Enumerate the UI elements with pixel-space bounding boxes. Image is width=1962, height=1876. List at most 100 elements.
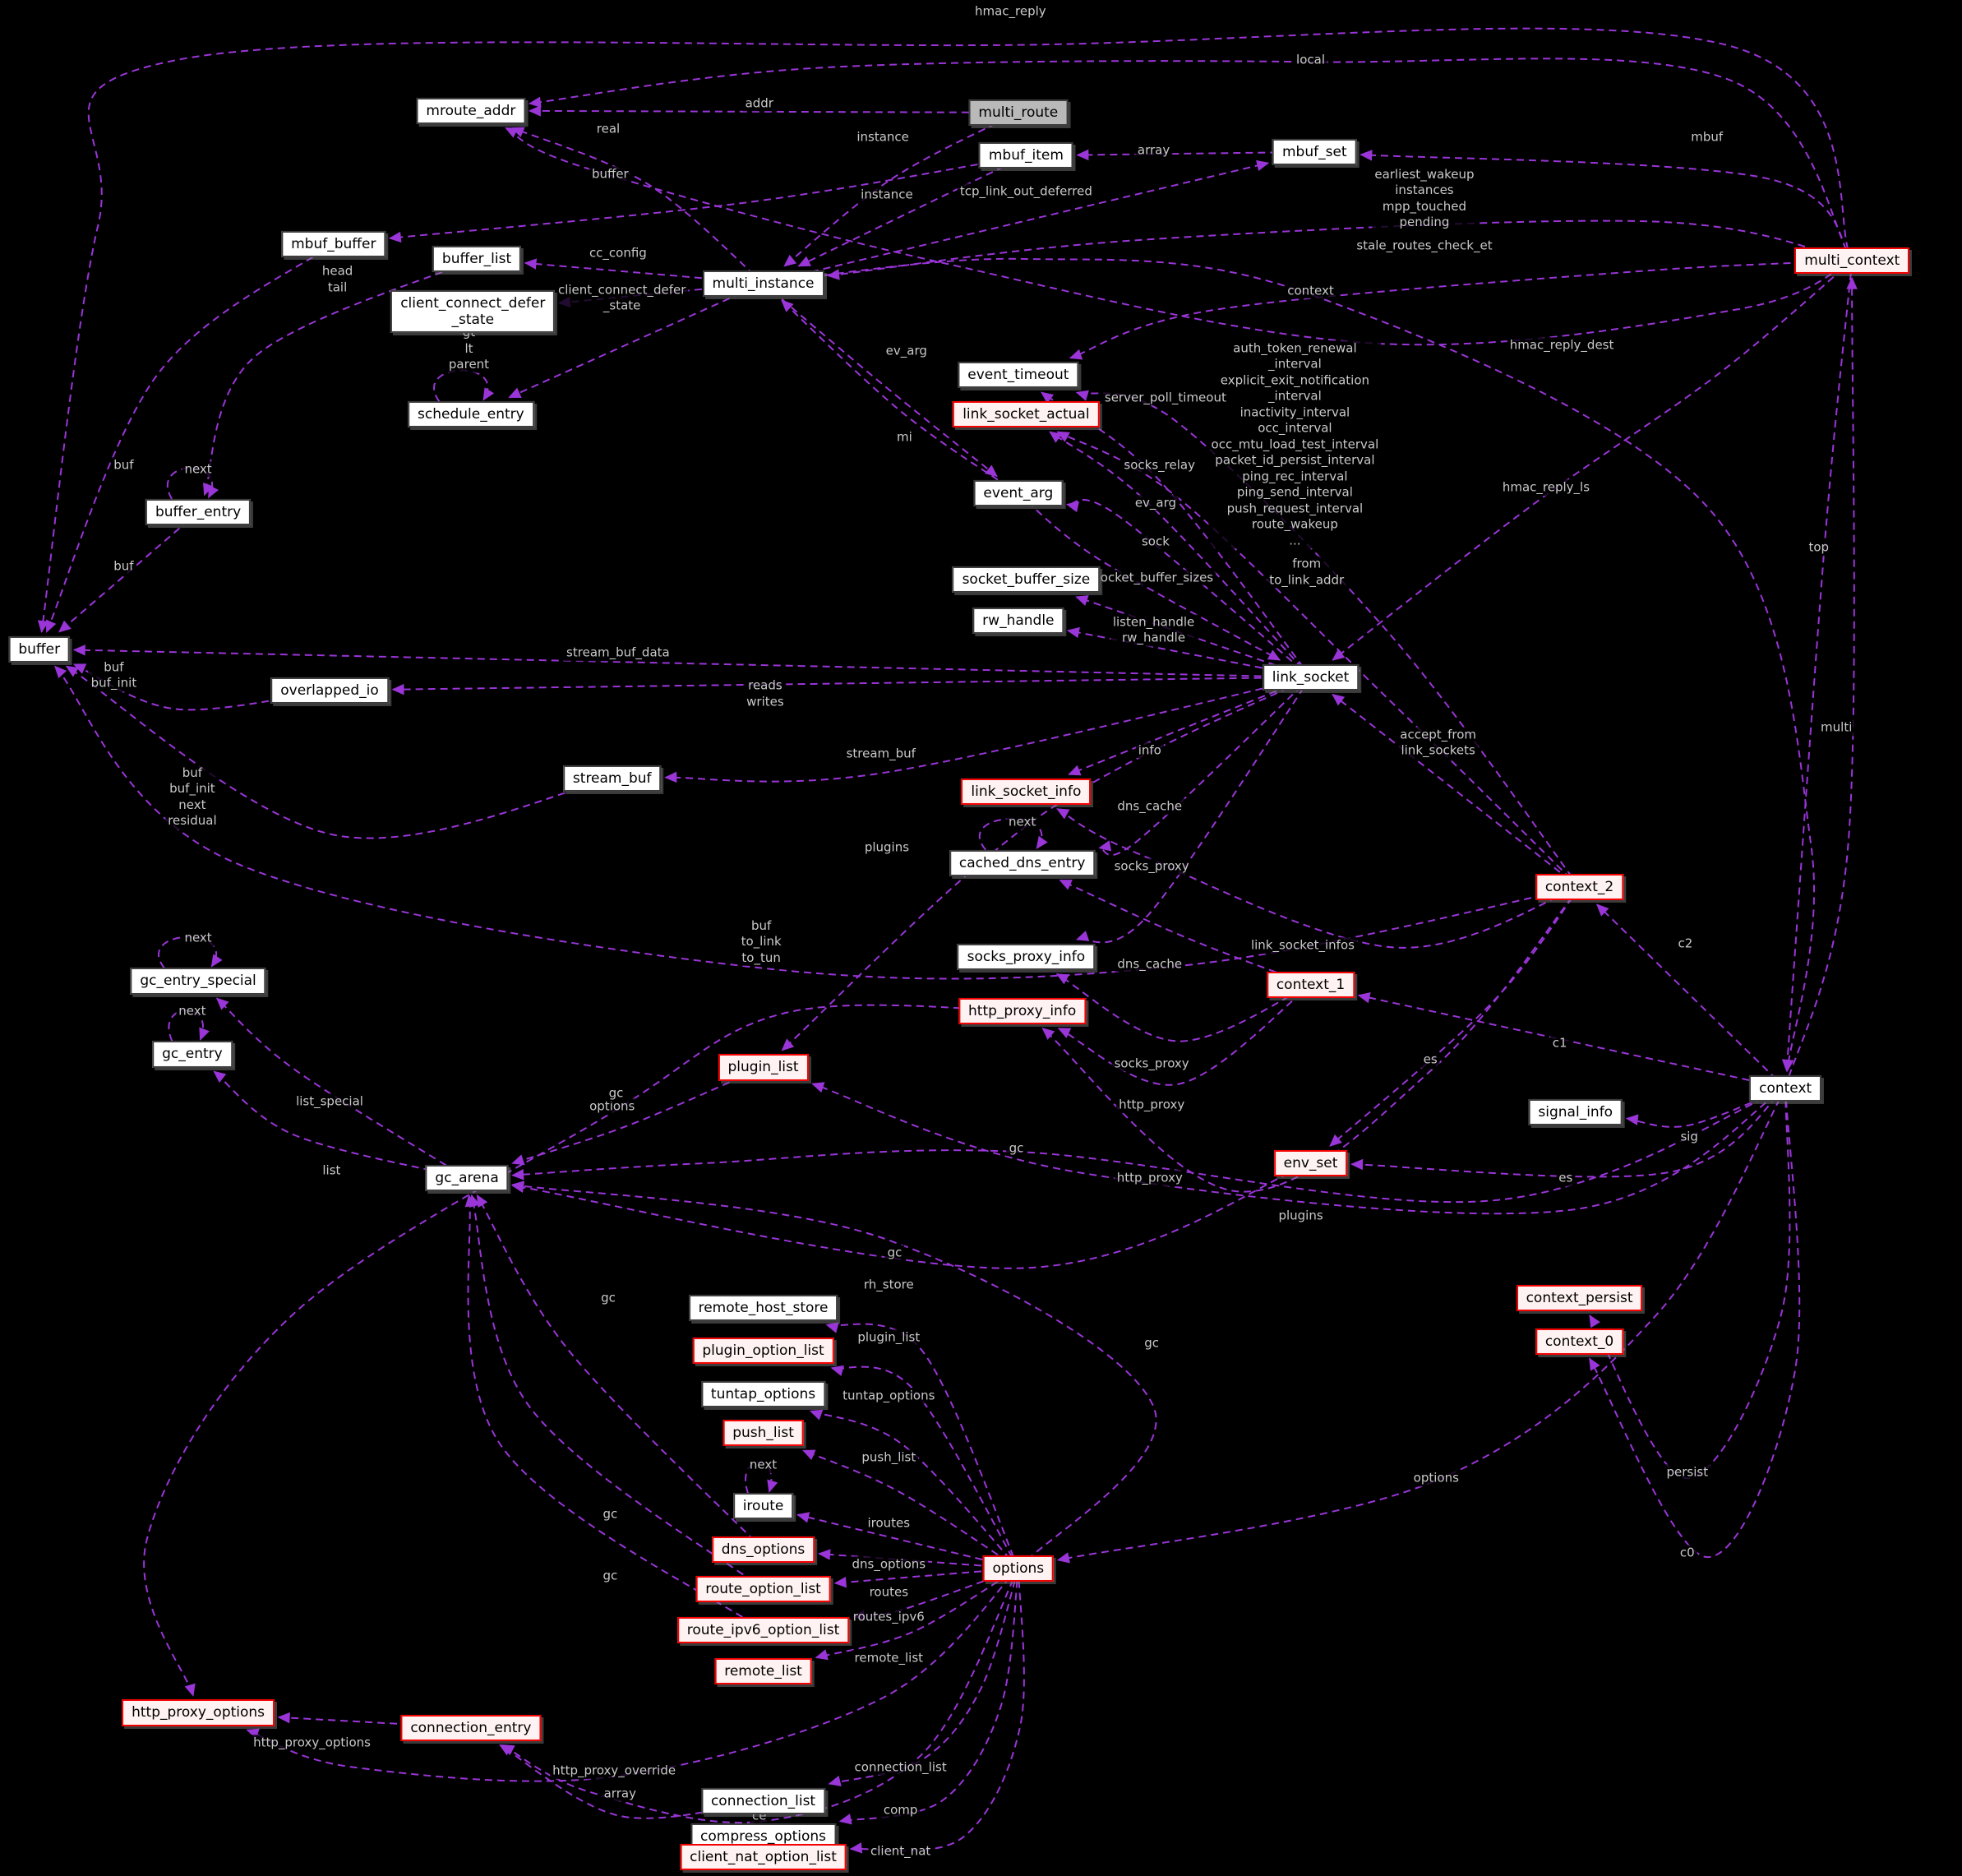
- node-event_timeout[interactable]: event_timeout: [958, 362, 1079, 389]
- node-link_socket[interactable]: link_socket: [1262, 663, 1360, 691]
- edge-context_1-socks_proxy_info: [1055, 973, 1311, 1042]
- node-buffer[interactable]: buffer: [8, 635, 71, 663]
- node-plugin_list[interactable]: plugin_list: [718, 1054, 809, 1081]
- node-rw_handle[interactable]: rw_handle: [972, 608, 1064, 635]
- node-iroute[interactable]: iroute: [732, 1493, 794, 1520]
- node-route_ipv6_option_list[interactable]: route_ipv6_option_list: [676, 1617, 850, 1644]
- edge-link_socket-overlapped_io: [391, 676, 1311, 695]
- edge-options-iroute: [796, 1512, 1019, 1569]
- edge-multi_context-mroute_addr: [528, 58, 1854, 261]
- node-connection_list[interactable]: connection_list: [700, 1787, 826, 1814]
- edge-context-context_0: [1589, 1088, 1801, 1559]
- node-context_1[interactable]: context_1: [1266, 972, 1355, 999]
- edge-options-client_nat_option_list: [849, 1568, 1025, 1854]
- edge-link_socket-stream_buf: [664, 676, 1311, 783]
- edge-multi_context-mroute_addr: [505, 127, 1853, 346]
- edge-options-connection_entry: [501, 1568, 1019, 1824]
- edge-buffer_entry-buffer: [58, 511, 199, 633]
- node-link_socket_actual[interactable]: link_socket_actual: [953, 401, 1100, 428]
- node-mbuf_item[interactable]: mbuf_item: [978, 142, 1073, 169]
- node-gc_arena[interactable]: gc_arena: [425, 1165, 509, 1192]
- node-remote_host_store[interactable]: remote_host_store: [688, 1294, 838, 1321]
- node-plugin_option_list[interactable]: plugin_option_list: [692, 1338, 834, 1365]
- edge-context_2-buffer: [53, 665, 1580, 980]
- node-mroute_addr[interactable]: mroute_addr: [416, 97, 526, 124]
- edge-cached_dns_entry-cached_dns_entry: [978, 817, 1048, 851]
- node-context_2[interactable]: context_2: [1535, 874, 1624, 901]
- edge-iroute-iroute: [745, 1461, 778, 1494]
- node-client_connect_defer_state[interactable]: client_connect_defer _state: [390, 289, 556, 333]
- edge-link_socket-event_arg: [1065, 499, 1312, 678]
- node-context_0[interactable]: context_0: [1535, 1328, 1624, 1355]
- edge-context_2-link_socket_info: [1056, 808, 1580, 949]
- node-stream_buf[interactable]: stream_buf: [562, 765, 662, 792]
- edge-options-remote_list: [815, 1567, 1019, 1661]
- node-http_proxy_options[interactable]: http_proxy_options: [122, 1699, 275, 1726]
- node-signal_info[interactable]: signal_info: [1528, 1099, 1623, 1126]
- node-socks_proxy_info[interactable]: socks_proxy_info: [957, 943, 1096, 970]
- node-mbuf_set[interactable]: mbuf_set: [1272, 138, 1357, 165]
- edge-options-connection_list: [828, 1568, 1019, 1786]
- edge-link_socket-link_socket_actual: [1049, 431, 1312, 678]
- edge-multi_context-mbuf_set: [1360, 150, 1854, 261]
- edge-connection_entry-http_proxy_options: [277, 1712, 471, 1729]
- edge-options-http_proxy_options: [246, 1568, 1019, 1782]
- edge-link_socket-plugin_list: [781, 676, 1311, 1051]
- edge-options-plugin_option_list: [830, 1365, 1019, 1569]
- node-overlapped_io[interactable]: overlapped_io: [270, 677, 389, 704]
- node-context_persist[interactable]: context_persist: [1516, 1285, 1643, 1312]
- node-connection_entry[interactable]: connection_entry: [400, 1714, 542, 1741]
- edge-options-push_list: [802, 1449, 1019, 1569]
- node-buffer_list[interactable]: buffer_list: [432, 245, 522, 272]
- edge-event_arg-multi_instance: [781, 299, 1019, 494]
- edge-multi_instance-schedule_entry: [508, 282, 764, 399]
- edge-multi_instance-mroute_addr: [511, 127, 764, 284]
- node-dns_options[interactable]: dns_options: [711, 1536, 815, 1563]
- node-options[interactable]: options: [982, 1555, 1055, 1582]
- node-client_nat_option_list[interactable]: client_nat_option_list: [680, 1844, 847, 1871]
- edge-multi_instance-mbuf_set: [763, 159, 1270, 284]
- node-schedule_entry[interactable]: schedule_entry: [408, 401, 534, 428]
- edge-gc_arena-gc_entry: [213, 1070, 468, 1180]
- edge-context-context_2: [1596, 903, 1786, 1089]
- node-remote_list[interactable]: remote_list: [714, 1658, 812, 1685]
- node-route_option_list[interactable]: route_option_list: [695, 1575, 831, 1602]
- edge-options-compress_options: [838, 1568, 1019, 1825]
- edge-event_arg-link_socket: [1018, 492, 1281, 661]
- edge-context_2-http_proxy_info: [1041, 886, 1581, 1193]
- edge-context-env_set: [1350, 1087, 1786, 1178]
- node-context[interactable]: context: [1749, 1074, 1822, 1102]
- node-http_proxy_info[interactable]: http_proxy_info: [958, 997, 1087, 1025]
- node-multi_context[interactable]: multi_context: [1794, 247, 1910, 275]
- node-link_socket_info[interactable]: link_socket_info: [961, 778, 1092, 806]
- node-gc_entry[interactable]: gc_entry: [152, 1041, 233, 1068]
- node-event_arg[interactable]: event_arg: [973, 480, 1064, 507]
- node-gc_entry_special[interactable]: gc_entry_special: [130, 968, 266, 995]
- node-multi_instance[interactable]: multi_instance: [702, 270, 824, 297]
- node-push_list[interactable]: push_list: [722, 1420, 804, 1447]
- edge-connection_list-connection_entry: [499, 1744, 764, 1819]
- edge-mbuf_item-mbuf_buffer: [388, 155, 1027, 243]
- edge-buffer_list-buffer_entry: [203, 258, 478, 497]
- node-env_set[interactable]: env_set: [1273, 1149, 1348, 1176]
- node-multi_route[interactable]: multi_route: [968, 99, 1069, 126]
- edge-schedule_entry-schedule_entry: [433, 369, 495, 402]
- edge-link_socket-event_timeout: [1041, 391, 1312, 678]
- edge-multi_instance-context: [763, 257, 1816, 1073]
- edge-gc_entry-gc_entry: [168, 1009, 210, 1042]
- node-mbuf_buffer[interactable]: mbuf_buffer: [281, 230, 386, 257]
- node-socket_buffer_size[interactable]: socket_buffer_size: [952, 566, 1101, 594]
- edge-options-tuntap_options: [809, 1409, 1019, 1569]
- edge-route_ipv6_option_list-gc_arena: [464, 1194, 764, 1631]
- edge-multi_route-mroute_addr: [528, 105, 1018, 117]
- edge-context_1-http_proxy_info: [1057, 984, 1312, 1086]
- node-buffer_entry[interactable]: buffer_entry: [145, 498, 252, 526]
- node-cached_dns_entry[interactable]: cached_dns_entry: [949, 849, 1096, 876]
- node-tuntap_options[interactable]: tuntap_options: [700, 1380, 826, 1407]
- edge-options-route_ipv6_option_list: [852, 1567, 1019, 1621]
- edge-options-gc_arena: [511, 1181, 1157, 1569]
- edge-link_socket-socks_proxy_info: [1075, 677, 1312, 944]
- edge-link_socket-buffer: [72, 645, 1311, 678]
